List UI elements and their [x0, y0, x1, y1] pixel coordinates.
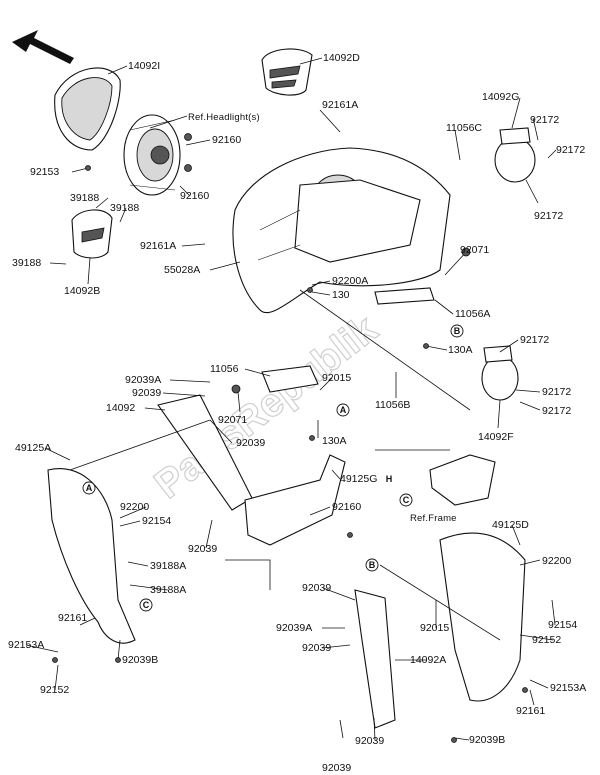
- stay-11056A: [374, 287, 435, 305]
- callout-marker: H: [386, 474, 393, 484]
- frame-bracket: [429, 454, 496, 506]
- part-label: 92039: [355, 735, 384, 747]
- callout-marker: A: [336, 403, 350, 417]
- part-label: 92161: [58, 612, 87, 624]
- part-label: 92153A: [8, 639, 44, 651]
- part-label: 11056A: [455, 308, 490, 320]
- part-label: 49125A: [15, 442, 51, 454]
- upper-fairing: [232, 147, 451, 314]
- part-label: 14092B: [64, 285, 100, 297]
- part-label: 14092F: [478, 431, 514, 443]
- part-label: 92039: [302, 642, 331, 654]
- part-label: 92153A: [550, 682, 586, 694]
- part-label: 11056C: [446, 122, 482, 134]
- callout-marker: C: [139, 598, 153, 612]
- headlight-assembly: [123, 114, 181, 196]
- reference-label: Ref.Frame: [410, 513, 457, 524]
- part-label: 92161A: [322, 99, 358, 111]
- part-label: 92172: [520, 334, 549, 346]
- lower-cowl-49125G: [244, 454, 346, 546]
- part-label: 55028A: [164, 264, 200, 276]
- svg-text:C: C: [143, 600, 150, 610]
- part-label: 92200: [542, 555, 571, 567]
- part-label: 92160: [212, 134, 241, 146]
- part-label: 130: [332, 289, 350, 301]
- svg-text:B: B: [454, 326, 461, 336]
- part-label: 14092G: [482, 91, 519, 103]
- part-label: 92161: [516, 705, 545, 717]
- bracket-14092G: [494, 127, 536, 183]
- svg-text:A: A: [340, 405, 347, 415]
- part-label: 92200: [120, 501, 149, 513]
- part-label: 92015: [420, 622, 449, 634]
- part-label: 92039: [322, 762, 351, 774]
- fasteners: [52, 133, 528, 743]
- part-label: 39188: [70, 192, 99, 204]
- part-label: 39188: [12, 257, 41, 269]
- part-label: 92172: [534, 210, 563, 222]
- part-labels: 14092I 14092D 92161A 14092G 11056C 92172…: [8, 52, 586, 774]
- part-label: 130A: [322, 435, 347, 447]
- leader-lines: [25, 57, 557, 741]
- svg-text:A: A: [86, 483, 93, 493]
- callout-marker: A: [82, 481, 96, 495]
- part-label: 92039: [132, 387, 161, 399]
- part-label: 39188A: [150, 584, 186, 596]
- part-label: 92200A: [332, 275, 368, 287]
- callout-marker: C: [399, 493, 413, 507]
- part-label: 92152: [532, 634, 561, 646]
- cover-14092D: [261, 48, 313, 96]
- callout-marker: B: [450, 324, 464, 338]
- lower-fairing-left: [47, 468, 136, 644]
- svg-text:C: C: [403, 495, 410, 505]
- part-label: 92039A: [276, 622, 312, 634]
- part-label: 92015: [322, 372, 351, 384]
- bracket-14092F: [481, 345, 519, 401]
- part-label: 14092D: [323, 52, 360, 64]
- svg-text:H: H: [386, 474, 393, 484]
- part-label: 92172: [542, 386, 571, 398]
- callout-marker: B: [365, 558, 379, 572]
- part-label: 92039: [302, 582, 331, 594]
- part-label: 92039: [236, 437, 265, 449]
- side-cover-14092B: [71, 209, 113, 259]
- part-label: 14092A: [410, 654, 446, 666]
- part-label: 92039B: [469, 734, 505, 746]
- front-direction-arrow-icon: [12, 30, 74, 64]
- stay-11056: [261, 365, 319, 393]
- part-label: 11056: [210, 363, 239, 375]
- part-label: 14092: [106, 402, 135, 414]
- part-label: 14092I: [128, 60, 160, 72]
- part-label: 92154: [142, 515, 171, 527]
- reference-label: Ref.Headlight(s): [188, 112, 260, 123]
- part-label: 92071: [218, 414, 247, 426]
- part-label: 92039: [188, 543, 217, 555]
- part-label: 92039A: [125, 374, 161, 386]
- part-label: 92160: [332, 501, 361, 513]
- part-label: 92039B: [122, 654, 158, 666]
- callout-markers: A B A C B C B H: [82, 324, 464, 612]
- part-label: 39188: [110, 202, 139, 214]
- part-label: 92161A: [140, 240, 176, 252]
- part-label: 92152: [40, 684, 69, 696]
- headlight-cover-14092I: [54, 67, 121, 151]
- part-label: 92153: [30, 166, 59, 178]
- part-label: 130A: [448, 344, 473, 356]
- svg-text:B: B: [369, 560, 376, 570]
- part-label: 92154: [548, 619, 577, 631]
- part-label: 92172: [530, 114, 559, 126]
- part-label: 11056B: [375, 399, 410, 411]
- inner-panel-14092A: [354, 589, 396, 729]
- part-label: 49125D: [492, 519, 529, 531]
- part-label: 92172: [556, 144, 585, 156]
- part-label: 92160: [180, 190, 209, 202]
- part-label: 39188A: [150, 560, 186, 572]
- part-label: 92172: [542, 405, 571, 417]
- part-label: 49125G: [340, 473, 377, 485]
- lower-fairing-right-49125D: [439, 532, 526, 702]
- part-label: 92071: [460, 244, 489, 256]
